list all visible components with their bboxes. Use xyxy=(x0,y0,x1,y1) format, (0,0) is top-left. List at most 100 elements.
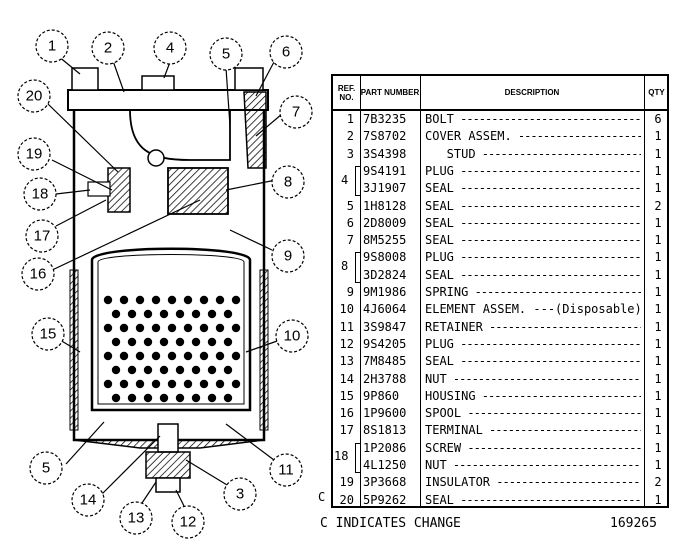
ref-no-cell: 13 xyxy=(339,354,354,369)
callout-16: 16 xyxy=(21,257,55,291)
callout-label: 12 xyxy=(180,514,197,531)
part-number-cell: 9S4205 xyxy=(363,336,407,351)
table-row: 9S8008PLUG1 xyxy=(333,249,667,266)
qty-cell: 2 xyxy=(654,198,662,213)
callout-12: 12 xyxy=(171,505,205,539)
qty-cell: 1 xyxy=(654,371,662,386)
perforation-hole xyxy=(207,337,217,347)
perforation-hole xyxy=(207,309,217,319)
callout-14: 14 xyxy=(71,483,105,517)
description-cell: SEAL xyxy=(425,493,641,507)
description-cell: SEAL xyxy=(425,199,641,213)
perforation-hole xyxy=(199,351,209,361)
perforation-hole xyxy=(175,337,185,347)
description-cell: SEAL xyxy=(425,354,641,368)
perforation-hole xyxy=(223,393,233,403)
callout-circle xyxy=(31,317,65,351)
callout-label: 2 xyxy=(104,40,112,57)
callout-label: 18 xyxy=(32,186,49,203)
callout-label: 10 xyxy=(284,328,301,345)
perforation-hole xyxy=(231,323,241,333)
part-number-cell: 5P9262 xyxy=(363,492,407,507)
description-cell: SEAL xyxy=(425,268,641,282)
table-row: 129S4205PLUG1 xyxy=(333,336,667,353)
ref-no-cell: 11 xyxy=(339,319,354,334)
perforation-hole xyxy=(159,337,169,347)
perforation-hole xyxy=(103,351,113,361)
figure-number: 169265 xyxy=(610,516,657,531)
column-divider xyxy=(420,76,421,506)
description-cell: BOLT xyxy=(425,112,641,126)
callout-18: 18 xyxy=(23,177,57,211)
header-ref-no: REF. NO. xyxy=(337,83,356,102)
perforation-hole xyxy=(127,309,137,319)
callout-label: 5 xyxy=(222,46,230,63)
callout-15: 15 xyxy=(31,317,65,351)
perforation-hole xyxy=(167,295,177,305)
perforation-hole xyxy=(119,379,129,389)
part-number-cell: 9M1986 xyxy=(363,285,407,299)
callout-label: 11 xyxy=(278,462,294,479)
description-cell: ELEMENT ASSEM. ---(Disposable) xyxy=(425,302,641,316)
perforation-hole xyxy=(167,351,177,361)
group-ref-no: 4 xyxy=(341,172,349,187)
perforation-hole xyxy=(183,323,193,333)
perforation-hole xyxy=(119,323,129,333)
qty-cell: 1 xyxy=(654,146,662,161)
ref-no-cell: 20 xyxy=(339,492,354,507)
callout-circle xyxy=(271,165,305,199)
part-number-cell: 3S9847 xyxy=(363,319,407,334)
callout-5: 5 xyxy=(209,37,243,71)
table-row: 137M8485SEAL1 xyxy=(333,353,667,370)
perforation-hole xyxy=(135,295,145,305)
callout-label: 5 xyxy=(42,460,50,477)
callout-circle xyxy=(17,79,51,113)
perforation-hole xyxy=(135,379,145,389)
perforation-hole xyxy=(223,309,233,319)
group-ref-no: 18 xyxy=(334,449,349,464)
qty-cell: 1 xyxy=(654,129,662,144)
table-row: 113S9847RETAINER1 xyxy=(333,319,667,336)
callout-label: 14 xyxy=(80,492,97,509)
description-cell: SPOOL xyxy=(425,406,641,420)
perforation-hole xyxy=(111,393,121,403)
description-cell: SEAL xyxy=(425,233,641,247)
change-note: C INDICATES CHANGE xyxy=(320,516,461,531)
group-brace xyxy=(355,442,361,474)
callout-1: 1 xyxy=(35,29,69,63)
ref-no-cell: 14 xyxy=(339,371,354,386)
ref-no-cell: 6 xyxy=(346,215,354,230)
callout-circle xyxy=(269,35,303,69)
part-number-cell: 9S4191 xyxy=(363,163,407,178)
ref-no-cell: 10 xyxy=(339,302,354,317)
description-cell: COVER ASSEM. xyxy=(425,129,641,143)
callout-circle xyxy=(29,451,63,485)
description-cell: HOUSING xyxy=(425,389,641,403)
part-number-cell: 7S8702 xyxy=(363,129,407,144)
qty-cell: 1 xyxy=(654,423,662,438)
perforation-hole xyxy=(231,351,241,361)
perforation-hole xyxy=(135,351,145,361)
perforation-hole xyxy=(223,337,233,347)
callout-circle xyxy=(275,319,309,353)
callout-19: 19 xyxy=(17,137,51,171)
callout-2: 2 xyxy=(91,31,125,65)
header-part-number: PART NUMBER xyxy=(360,88,420,97)
table-row: 1P2086SCREW1 xyxy=(333,440,667,457)
description-cell: RETAINER xyxy=(425,320,641,334)
description-cell: SPRING xyxy=(425,285,641,299)
qty-cell: 2 xyxy=(654,475,662,490)
perforation-hole xyxy=(127,337,137,347)
description-cell: TERMINAL xyxy=(425,423,641,437)
perforation-hole xyxy=(151,323,161,333)
ref-no-cell: 16 xyxy=(339,406,354,421)
part-number-cell: 9P860 xyxy=(363,388,400,403)
perforation-hole xyxy=(199,295,209,305)
description-cell: PLUG xyxy=(425,250,641,264)
perforation-hole xyxy=(103,323,113,333)
perforation-hole xyxy=(175,309,185,319)
